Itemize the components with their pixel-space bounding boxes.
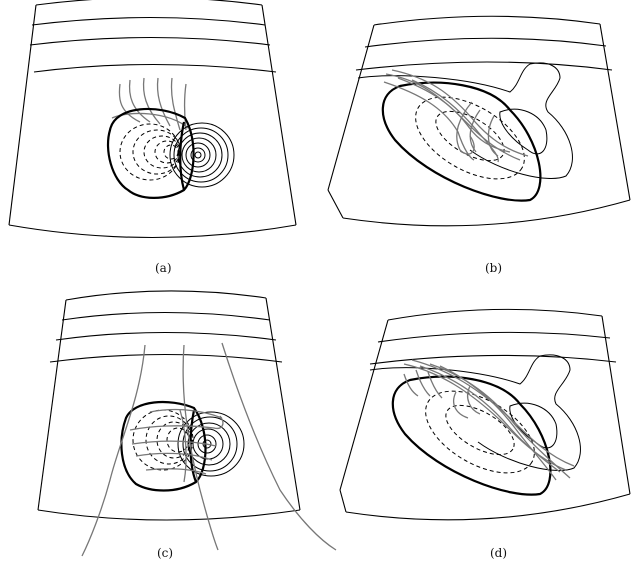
panel-a-contours [108, 109, 234, 198]
caption-a: (a) [155, 261, 172, 275]
panel-a [9, 0, 296, 238]
panel-b-frame [328, 16, 630, 226]
panel-a-field-lines [112, 78, 188, 130]
panel-c-contours [121, 402, 244, 490]
panel-d-contours [370, 355, 580, 495]
caption-d: (d) [490, 546, 507, 560]
panel-c-frame [38, 291, 300, 520]
panel-c-field-lines [82, 343, 336, 556]
panel-a-frame [9, 0, 296, 238]
panel-b [328, 16, 630, 226]
caption-b: (b) [485, 261, 502, 275]
panel-d-field-lines [404, 360, 574, 480]
panel-d [340, 309, 630, 519]
panel-d-frame [340, 309, 630, 519]
panel-c [38, 291, 336, 556]
caption-c: (c) [157, 546, 173, 560]
